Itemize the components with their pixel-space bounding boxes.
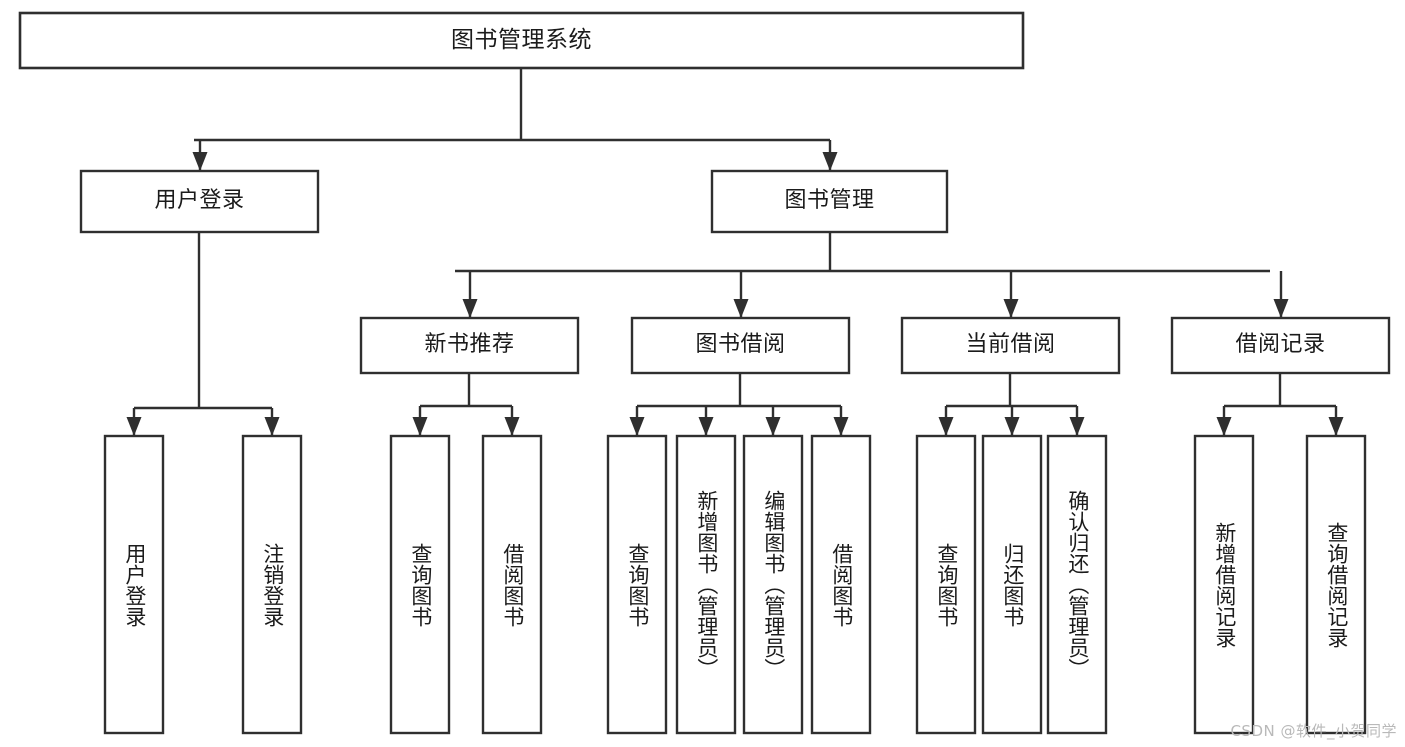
- node-box-leaf-user-login[interactable]: [103, 434, 165, 735]
- node-box-leaf-query-book-1[interactable]: [389, 434, 451, 735]
- arrow-leaf-query-book-1-icon: [412, 417, 428, 436]
- arrow-leaf-user-logout-icon: [264, 417, 280, 436]
- node-box-book-borrow[interactable]: [630, 316, 851, 375]
- node-box-book-manage[interactable]: [710, 169, 949, 234]
- arrow-book-borrow-icon: [733, 299, 749, 318]
- arrow-leaf-query-record-icon: [1328, 417, 1344, 436]
- arrow-user-login-icon: [192, 152, 208, 171]
- arrow-book-manage-icon: [822, 152, 838, 171]
- arrow-leaf-query-book-3-icon: [938, 417, 954, 436]
- arrow-leaf-user-login-icon: [126, 417, 142, 436]
- node-box-current-borrow[interactable]: [900, 316, 1121, 375]
- node-box-leaf-borrow-book-2[interactable]: [810, 434, 872, 735]
- arrow-leaf-return-book-icon: [1004, 417, 1020, 436]
- node-box-leaf-edit-book[interactable]: [742, 434, 804, 735]
- arrow-new-book-recommend-icon: [462, 299, 478, 318]
- node-box-leaf-query-record[interactable]: [1305, 434, 1367, 735]
- arrow-leaf-borrow-book-1-icon: [504, 417, 520, 436]
- node-box-user-login[interactable]: [79, 169, 320, 234]
- node-box-leaf-borrow-book-1[interactable]: [481, 434, 543, 735]
- arrow-leaf-edit-book-icon: [765, 417, 781, 436]
- node-box-new-book-recommend[interactable]: [359, 316, 580, 375]
- arrow-leaf-confirm-return-icon: [1069, 417, 1085, 436]
- node-layer: [18, 11, 1391, 735]
- arrow-borrow-record-icon: [1273, 299, 1289, 318]
- node-box-leaf-confirm-return[interactable]: [1046, 434, 1108, 735]
- node-box-leaf-query-book-3[interactable]: [915, 434, 977, 735]
- edge-layer: [126, 68, 1344, 436]
- node-box-leaf-add-book[interactable]: [675, 434, 737, 735]
- node-box-leaf-user-logout[interactable]: [241, 434, 303, 735]
- arrow-leaf-add-book-icon: [698, 417, 714, 436]
- node-box-leaf-query-book-2[interactable]: [606, 434, 668, 735]
- node-box-leaf-add-record[interactable]: [1193, 434, 1255, 735]
- node-box-root[interactable]: [18, 11, 1025, 70]
- arrow-leaf-borrow-book-2-icon: [833, 417, 849, 436]
- arrow-current-borrow-icon: [1003, 299, 1019, 318]
- node-box-borrow-record[interactable]: [1170, 316, 1391, 375]
- arrow-leaf-query-book-2-icon: [629, 417, 645, 436]
- node-box-leaf-return-book[interactable]: [981, 434, 1043, 735]
- arrow-leaf-add-record-icon: [1216, 417, 1232, 436]
